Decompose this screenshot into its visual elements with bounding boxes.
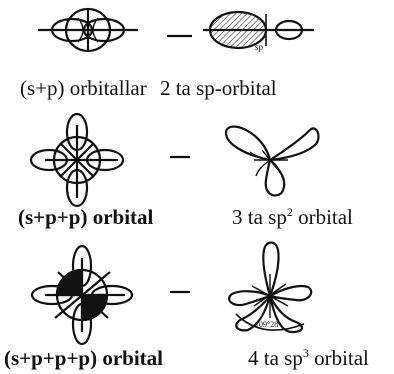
caption-sp2-prefix: 3 ta sp: [232, 205, 287, 229]
caption-sp3-prefix: 4 ta sp: [248, 346, 303, 370]
sp3-source-orbitals: [32, 246, 132, 344]
caption-sp-left: (s+p) orbitallar: [20, 76, 147, 100]
caption-sp2-left: (s+p+p) orbital: [18, 205, 153, 229]
caption-sp2-left-text: (s+p+p) orbital: [18, 205, 153, 229]
caption-sp3-right: 4 ta sp3 orbital: [248, 346, 369, 370]
sp-symbol: sp: [255, 42, 264, 52]
caption-sp3-left: (s+p+p+p) orbital: [4, 346, 163, 370]
caption-sp3-sup: 3: [303, 346, 309, 360]
caption-row-1: (s+p) orbitallar 2 ta sp-orbital: [20, 76, 277, 100]
caption-sp2-right: 3 ta sp2 orbital: [232, 205, 353, 229]
caption-sp-right: 2 ta sp-orbital: [160, 76, 277, 100]
sp3-angle-label: 109°28': [255, 320, 280, 329]
sp2-hybrid-orbitals: [226, 127, 318, 196]
caption-sp3-left-text: (s+p+p+p) orbital: [4, 346, 163, 370]
sp3-hybrid-orbitals: [229, 243, 311, 333]
caption-sp3-suffix: orbital: [314, 346, 369, 370]
sp-source-orbitals: [38, 8, 138, 52]
caption-sp2-suffix: orbital: [298, 205, 353, 229]
sp2-source-orbitals: [31, 114, 123, 206]
caption-sp2-sup: 2: [287, 205, 293, 219]
